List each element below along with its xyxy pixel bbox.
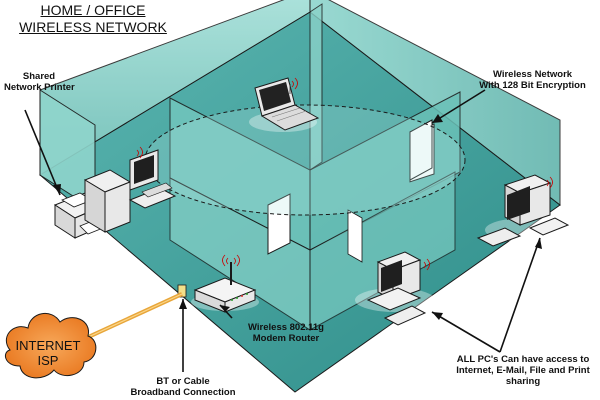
wireless-network-label: Wireless Network With 128 Bit Encryption	[470, 69, 595, 91]
diagram-title: HOME / OFFICE WIRELESS NETWORK	[8, 2, 178, 36]
desktop-pc-icon	[355, 251, 435, 326]
isp-label-line-1: INTERNET	[15, 338, 81, 353]
wifi-antenna-icon	[289, 77, 298, 94]
router-label-line-2: Modem Router	[252, 333, 320, 344]
wall-socket	[177, 284, 187, 298]
isp-label-line-2: ISP	[37, 353, 59, 368]
desktop-pc-icon	[476, 174, 570, 247]
wireless-network-label-line-1: Wireless Network	[492, 69, 573, 80]
cloud-icon	[4, 313, 97, 379]
connection-label-line-1: BT or Cable	[156, 376, 210, 387]
isp-label: INTERNET ISP	[10, 338, 86, 368]
wifi-antenna-icon	[222, 254, 240, 267]
pointer-lines	[24, 89, 541, 372]
laptop-icon	[249, 77, 320, 132]
printer-label-line-2: Network Printer	[4, 82, 75, 93]
router-label-line-1: Wireless 802.11g	[248, 322, 324, 333]
door-right-room	[347, 209, 363, 263]
title-line-2: WIRELESS NETWORK	[19, 19, 167, 35]
desktop-pc-icon	[83, 149, 177, 233]
access-label: ALL PC's Can have access to Internet, E-…	[448, 354, 598, 387]
partition-wall-front-right	[309, 171, 456, 331]
router-icon	[191, 262, 259, 313]
access-label-line-3: sharing	[505, 376, 541, 387]
router-label: Wireless 802.11g Modem Router	[238, 322, 334, 344]
door-center	[267, 193, 291, 255]
wifi-antenna-icon	[546, 176, 553, 189]
access-label-line-1: ALL PC's Can have access to	[456, 354, 590, 365]
connection-label-line-2: Broadband Connection	[130, 387, 236, 398]
printer-label: Shared Network Printer	[4, 71, 75, 93]
connection-label: BT or Cable Broadband Connection	[118, 376, 248, 398]
pointer-arrowheads	[53, 114, 542, 320]
title-line-1: HOME / OFFICE	[40, 2, 146, 18]
wifi-antenna-icon	[136, 146, 143, 159]
wifi-antenna-icon	[423, 258, 430, 271]
access-label-line-2: Internet, E-Mail, File and Print	[456, 365, 590, 376]
wireless-network-label-line-2: With 128 Bit Encryption	[479, 80, 586, 91]
back-right-wall	[309, 0, 561, 207]
printer-label-line-1: Shared	[22, 71, 56, 82]
